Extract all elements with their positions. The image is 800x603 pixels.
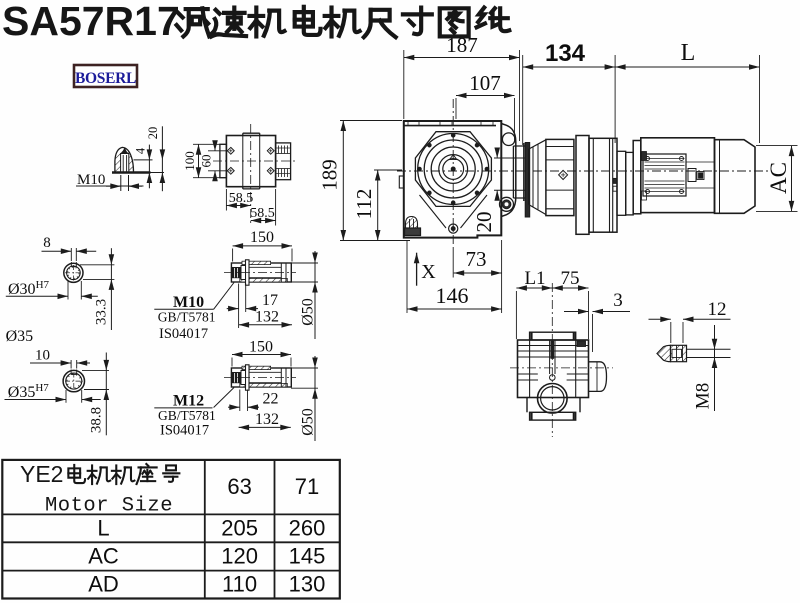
svg-text:L1: L1 xyxy=(524,268,545,289)
svg-text:38.8: 38.8 xyxy=(88,407,104,433)
svg-text:107: 107 xyxy=(469,71,501,95)
svg-text:M10: M10 xyxy=(77,172,105,188)
svg-text:IS04017: IS04017 xyxy=(160,423,209,439)
svg-text:132: 132 xyxy=(255,411,279,428)
svg-text:134: 134 xyxy=(545,40,586,67)
svg-text:GB/T5781: GB/T5781 xyxy=(158,408,216,423)
svg-text:260: 260 xyxy=(289,516,326,541)
svg-text:58.5: 58.5 xyxy=(229,191,254,206)
svg-text:22: 22 xyxy=(263,391,279,408)
svg-text:120: 120 xyxy=(221,544,258,569)
svg-text:AD: AD xyxy=(88,572,119,597)
svg-text:205: 205 xyxy=(221,516,258,541)
svg-text:20: 20 xyxy=(472,212,496,233)
svg-text:10: 10 xyxy=(35,348,50,364)
svg-text:Ø50: Ø50 xyxy=(300,408,317,436)
svg-text:X: X xyxy=(421,261,436,283)
svg-text:17: 17 xyxy=(262,292,278,309)
svg-text:12: 12 xyxy=(708,299,727,320)
svg-text:YE2: YE2 xyxy=(20,461,63,487)
svg-text:Motor Size: Motor Size xyxy=(45,495,173,518)
svg-text:8: 8 xyxy=(43,235,51,251)
svg-text:L: L xyxy=(97,516,109,541)
svg-text:112: 112 xyxy=(352,189,376,220)
svg-text:3: 3 xyxy=(613,290,623,311)
svg-text:130: 130 xyxy=(289,572,326,597)
svg-text:Ø50: Ø50 xyxy=(300,298,317,326)
svg-text:73: 73 xyxy=(466,247,487,271)
svg-text:132: 132 xyxy=(255,309,279,326)
svg-text:AC: AC xyxy=(766,162,791,194)
svg-text:GB/T5781: GB/T5781 xyxy=(158,310,216,325)
svg-text:189: 189 xyxy=(318,159,342,191)
svg-text:58.5: 58.5 xyxy=(250,206,275,221)
svg-text:150: 150 xyxy=(250,229,274,246)
svg-text:145: 145 xyxy=(289,544,326,569)
svg-text:BOSERL: BOSERL xyxy=(75,70,136,87)
svg-text:100: 100 xyxy=(182,151,197,171)
svg-text:71: 71 xyxy=(295,474,319,499)
svg-text:33.3: 33.3 xyxy=(94,299,110,325)
svg-text:M10: M10 xyxy=(173,294,204,311)
svg-text:150: 150 xyxy=(249,339,273,356)
svg-text:187: 187 xyxy=(446,33,478,57)
svg-text:M12: M12 xyxy=(173,393,204,410)
svg-text:IS04017: IS04017 xyxy=(159,326,208,342)
svg-text:Ø35: Ø35 xyxy=(6,328,34,345)
svg-text:110: 110 xyxy=(222,572,257,597)
svg-text:4: 4 xyxy=(134,147,148,154)
svg-text:146: 146 xyxy=(436,283,469,308)
svg-text:20: 20 xyxy=(146,127,160,140)
svg-text:M8: M8 xyxy=(693,383,714,409)
svg-text:L: L xyxy=(681,40,696,66)
svg-text:63: 63 xyxy=(227,474,251,499)
svg-text:SA57R17: SA57R17 xyxy=(2,0,180,44)
svg-text:60: 60 xyxy=(199,155,214,168)
svg-text:75: 75 xyxy=(561,268,580,289)
svg-text:AC: AC xyxy=(88,544,119,569)
